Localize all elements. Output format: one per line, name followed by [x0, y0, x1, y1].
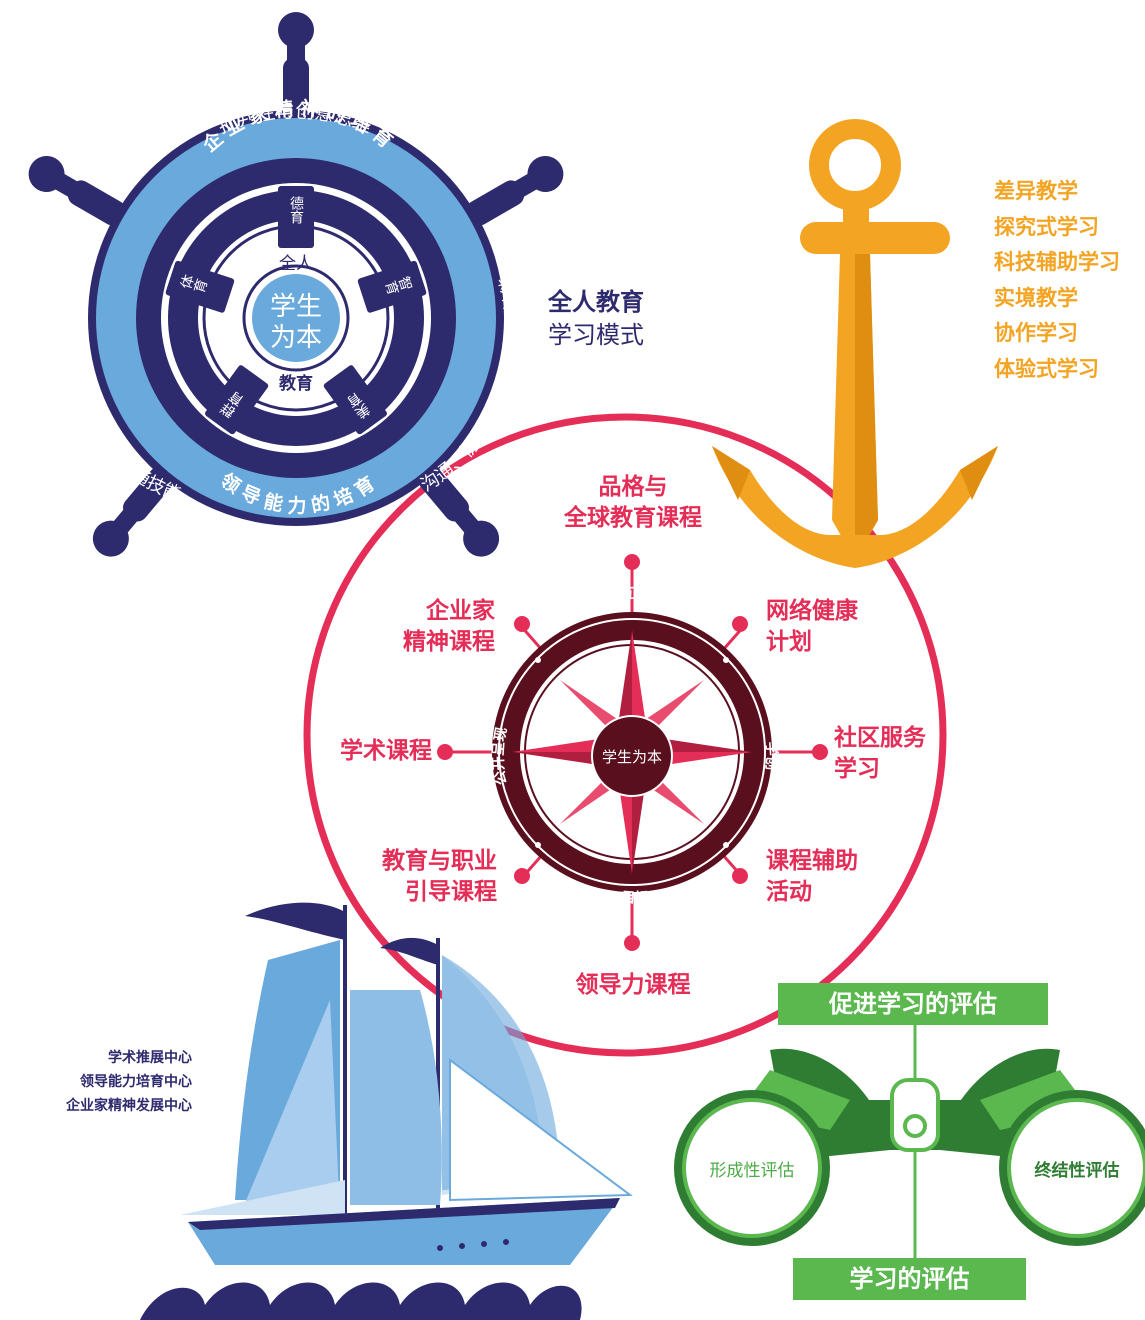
- wheel-caption-title: 全人教育: [548, 288, 644, 316]
- compass: 学生为本 相互扶持 目标 公开呈现 学创: [437, 554, 828, 951]
- list-item: 实境教学: [994, 285, 1078, 310]
- curriculum-circle: [303, 413, 947, 1057]
- compass-ring-bottom-text: 目标: [621, 889, 650, 907]
- compass-label-bottom: 领导力课程: [575, 972, 691, 998]
- waves: [140, 1282, 582, 1320]
- wheel-handle: [278, 12, 314, 118]
- wheel-caption-subtitle: 学习模式: [548, 321, 644, 349]
- anchor: [712, 119, 998, 568]
- compass-center-label: 学生为本: [602, 748, 662, 766]
- compass-dot: [514, 616, 530, 632]
- list-item: 科技辅助学习: [994, 250, 1120, 274]
- compass-dot: [624, 935, 640, 951]
- list-item: 探究式学习: [994, 214, 1099, 239]
- list-item: 企业家精神发展中心: [66, 1098, 192, 1114]
- sailing-ship: [140, 902, 633, 1320]
- wheel-handle: [28, 156, 126, 226]
- compass-dot: [437, 744, 453, 760]
- left-lens-label: 形成性评估: [710, 1161, 795, 1181]
- compass-dot: [624, 554, 640, 570]
- compass-label-top-left: 企业家 精神课程: [403, 598, 495, 655]
- compass-dot: [514, 868, 530, 884]
- spoke-qun: [205, 365, 269, 435]
- right-lens-label: 终结性评估: [1035, 1160, 1120, 1181]
- compass-label-right: 社区服务 学习: [834, 725, 926, 782]
- ship-centers-list: 学术推展中心 领导能力培育中心 企业家精神发展中心: [20, 1046, 192, 1118]
- compass-ring-top-text: 相互扶持: [605, 585, 666, 606]
- flag: [245, 902, 345, 940]
- compass-label-top-right: 网络健康 计划: [766, 598, 858, 655]
- flag: [380, 937, 438, 965]
- wheel-handle: [466, 156, 564, 226]
- list-item: 差异教学: [994, 179, 1078, 203]
- compass-dot: [732, 616, 748, 632]
- compass-label-top: 品格与 全球教育课程: [564, 474, 702, 531]
- spoke-mei: [323, 365, 387, 435]
- spoke-de: [278, 186, 314, 248]
- wheel-handle: [418, 466, 500, 557]
- assessment-of-learning-banner: 学习的评估: [793, 1258, 1026, 1300]
- list-item: 领导能力培育中心: [80, 1074, 192, 1090]
- list-item: 协作学习: [994, 321, 1078, 345]
- assessment-for-learning-banner: 促进学习的评估: [778, 983, 1048, 1025]
- binoculars: 形成性评估 终结性评估: [674, 1020, 1145, 1258]
- spoke-zhi: [357, 260, 427, 313]
- compass-dot: [732, 868, 748, 884]
- compass-dot: [812, 744, 828, 760]
- wheel-handle: [92, 466, 174, 557]
- list-item: 学术推展中心: [108, 1050, 192, 1066]
- compass-label-bottom-left: 教育与职业 引导课程: [382, 848, 497, 905]
- spoke-ti: [165, 260, 235, 313]
- hub-center-line1: 学生: [270, 292, 322, 322]
- anchor-teaching-list: 差异教学 探究式学习 科技辅助学习 实境教学 协作学习 体验式学习: [994, 174, 1120, 387]
- spoke-label-de: 德育: [288, 196, 304, 224]
- ships-wheel: 批判性与创意思维 公民意识、环球意识与跨文化沟通技能 沟通、协作与资讯通信科技技…: [28, 12, 564, 557]
- hub-bottom-label: 教育: [278, 373, 313, 394]
- compass-label-left: 学术课程: [340, 738, 432, 764]
- list-item: 体验式学习: [994, 356, 1099, 381]
- hub-top-label: 全人: [279, 254, 313, 274]
- hub-center-line2: 为本: [270, 323, 322, 353]
- compass-label-bottom-right: 课程辅助 活动: [766, 848, 858, 905]
